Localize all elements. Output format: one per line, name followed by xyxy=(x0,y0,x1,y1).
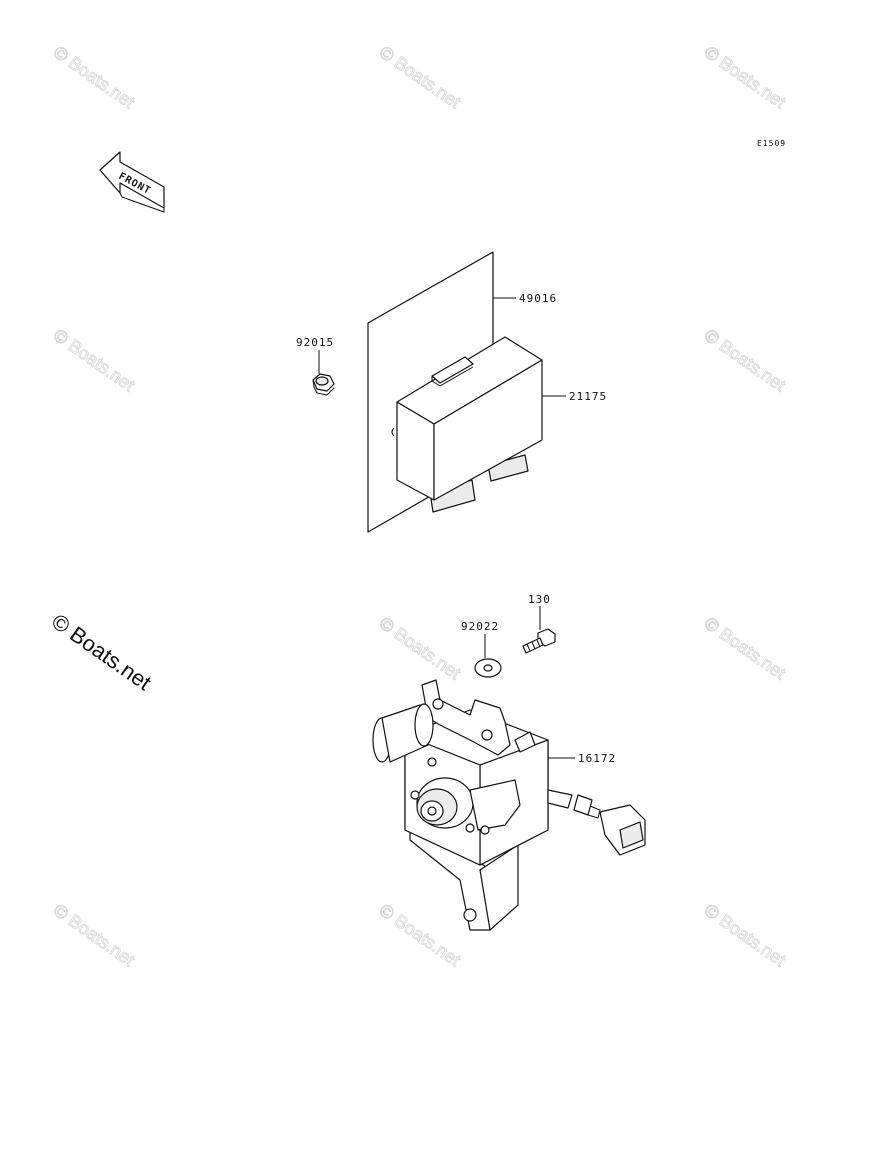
diagram-code: E1509 xyxy=(757,139,786,148)
part-number-130: 130 xyxy=(528,593,551,606)
part-number-21175: 21175 xyxy=(569,390,607,403)
washer xyxy=(474,658,502,678)
bolt xyxy=(522,628,556,654)
watermark: © Boats.net xyxy=(376,613,465,683)
watermark: © Boats.net xyxy=(376,900,465,970)
watermark: © Boats.net xyxy=(701,325,790,395)
watermark: © Boats.net xyxy=(50,900,139,970)
watermark: © Boats.net xyxy=(50,325,139,395)
front-arrow-icon: FRONT xyxy=(99,151,165,213)
part-number-16172: 16172 xyxy=(578,752,616,765)
part-number-49016: 49016 xyxy=(519,292,557,305)
watermark-main: © Boats.net xyxy=(47,609,156,696)
watermark: © Boats.net xyxy=(701,900,790,970)
watermark: © Boats.net xyxy=(376,42,465,112)
watermark: © Boats.net xyxy=(701,42,790,112)
nut xyxy=(312,373,335,396)
watermark: © Boats.net xyxy=(701,613,790,683)
actuator xyxy=(372,679,646,931)
part-number-92022: 92022 xyxy=(461,620,499,633)
part-number-92015: 92015 xyxy=(296,336,334,349)
watermark: © Boats.net xyxy=(50,42,139,112)
control-unit xyxy=(391,336,543,513)
